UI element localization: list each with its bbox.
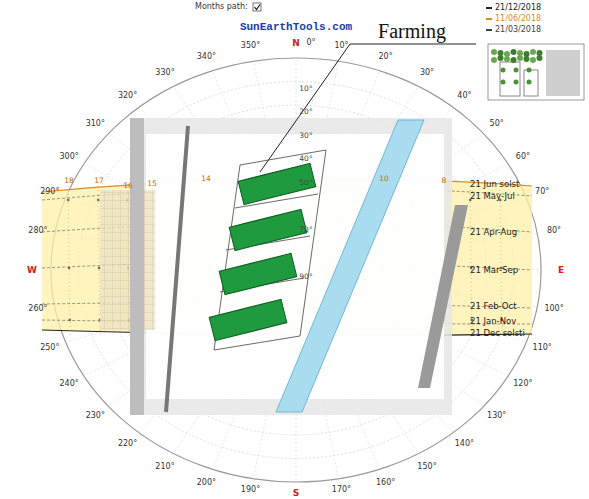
elevation-degree: 70° bbox=[299, 226, 312, 234]
azimuth-degree: 320° bbox=[118, 92, 137, 100]
site-title: SunEarthTools.com bbox=[240, 22, 352, 33]
month-path-label: 21 Jun solst bbox=[470, 180, 519, 189]
azimuth-degree: 10° bbox=[334, 42, 348, 50]
elevation-degree: 10° bbox=[299, 85, 312, 93]
azimuth-degree: 80° bbox=[547, 227, 561, 235]
azimuth-degree: 160° bbox=[376, 479, 395, 487]
azimuth-degree: 150° bbox=[417, 463, 436, 471]
compass-letter: W bbox=[27, 266, 37, 275]
azimuth-degree: 340° bbox=[197, 53, 216, 61]
legend-swatch bbox=[486, 7, 492, 9]
azimuth-degree: 30° bbox=[420, 69, 434, 77]
compass-letter: N bbox=[292, 39, 300, 48]
month-path-label: 21 Jan-Nov bbox=[470, 317, 516, 326]
azimuth-degree: 60° bbox=[516, 153, 530, 161]
azimuth-degree: 100° bbox=[544, 305, 563, 313]
legend-text: 21/03/2018 bbox=[495, 26, 541, 34]
compass-letter: E bbox=[558, 266, 564, 275]
months-checkbox bbox=[253, 3, 261, 11]
hour-label: 16 bbox=[123, 182, 133, 190]
azimuth-degree: 130° bbox=[487, 412, 506, 420]
farming-callout bbox=[260, 44, 584, 172]
legend-entry: 11/06/2018 bbox=[486, 15, 541, 23]
month-path-label: 21 Dec solsti bbox=[470, 329, 525, 338]
month-path-label: 21 Apr-Aug bbox=[470, 228, 517, 237]
azimuth-degree: 220° bbox=[118, 440, 137, 448]
checkbox-label: Months path: bbox=[195, 3, 248, 11]
azimuth-degree: 120° bbox=[513, 380, 532, 388]
legend-entry: 21/03/2018 bbox=[486, 26, 541, 34]
hour-label: 15 bbox=[147, 180, 157, 188]
elevation-degree: 50° bbox=[299, 179, 312, 187]
hour-label: 18 bbox=[64, 177, 74, 185]
azimuth-degree: 240° bbox=[59, 380, 78, 388]
callout-label: Farming bbox=[378, 21, 446, 41]
azimuth-degree: 190° bbox=[241, 486, 260, 494]
month-path-label: 21 May-Jul bbox=[470, 192, 515, 201]
azimuth-degree: 170° bbox=[332, 486, 351, 494]
azimuth-degree: 140° bbox=[455, 440, 474, 448]
azimuth-degree: 20° bbox=[379, 53, 393, 61]
hour-label: 14 bbox=[201, 175, 211, 183]
azimuth-degree: 230° bbox=[86, 412, 105, 420]
azimuth-degree: 280° bbox=[28, 227, 47, 235]
azimuth-degree: 310° bbox=[86, 120, 105, 128]
month-path-label: 21 Feb-Oct bbox=[470, 302, 517, 311]
building-plan bbox=[100, 118, 468, 415]
elevation-degree: 90° bbox=[299, 273, 312, 281]
azimuth-degree: 330° bbox=[155, 69, 174, 77]
hour-label: 8 bbox=[442, 177, 447, 185]
azimuth-degree: 350° bbox=[241, 42, 260, 50]
azimuth-degree: 110° bbox=[533, 344, 552, 352]
azimuth-degree: 210° bbox=[155, 463, 174, 471]
legend-swatch bbox=[486, 29, 492, 31]
azimuth-degree: 0° bbox=[306, 39, 315, 47]
hour-label: 10 bbox=[379, 175, 389, 183]
azimuth-degree: 260° bbox=[28, 305, 47, 313]
azimuth-degree: 40° bbox=[457, 92, 471, 100]
azimuth-degree: 200° bbox=[197, 479, 216, 487]
month-path-label: 21 Mar-Sep bbox=[470, 266, 518, 275]
legend-text: 21/12/2018 bbox=[495, 4, 541, 12]
legend-text: 11/06/2018 bbox=[495, 15, 541, 23]
azimuth-degree: 250° bbox=[40, 344, 59, 352]
hour-label: 17 bbox=[94, 177, 104, 185]
legend-swatch bbox=[486, 18, 492, 20]
elevation-degree: 40° bbox=[299, 155, 312, 163]
azimuth-degree: 70° bbox=[535, 188, 549, 196]
elevation-degree: 30° bbox=[299, 132, 312, 140]
azimuth-degree: 290° bbox=[40, 188, 59, 196]
compass-letter: S bbox=[293, 489, 299, 498]
azimuth-degree: 50° bbox=[490, 120, 504, 128]
azimuth-degree: 300° bbox=[59, 153, 78, 161]
elevation-degree: 20° bbox=[299, 108, 312, 116]
legend-entry: 21/12/2018 bbox=[486, 4, 541, 12]
